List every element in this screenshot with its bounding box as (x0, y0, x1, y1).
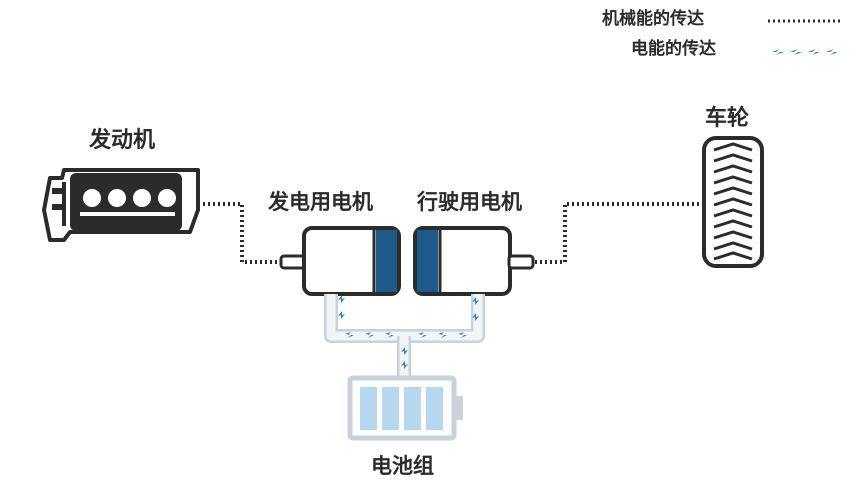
wheel-icon (702, 136, 764, 268)
engine-icon (42, 168, 200, 242)
drive-motor-icon (413, 226, 535, 296)
legend-electrical-label: 电能的传达 (631, 39, 716, 59)
electric-connection-lines (324, 294, 485, 378)
battery-label: 电池组 (371, 454, 434, 478)
battery-pack-icon (347, 375, 463, 441)
legend-electric-line (772, 49, 838, 55)
wheel-label: 车轮 (705, 106, 750, 131)
engine-label: 发动机 (89, 128, 156, 153)
generator-motor-label: 发电用电机 (268, 190, 373, 214)
mechanical-line-engine-generator (198, 202, 280, 264)
drive-motor-label: 行驶用电机 (417, 190, 522, 214)
generator-motor-icon (279, 226, 401, 296)
legend-mechanical-label: 机械能的传达 (602, 9, 704, 29)
mechanical-line-motor-wheel (530, 202, 702, 264)
